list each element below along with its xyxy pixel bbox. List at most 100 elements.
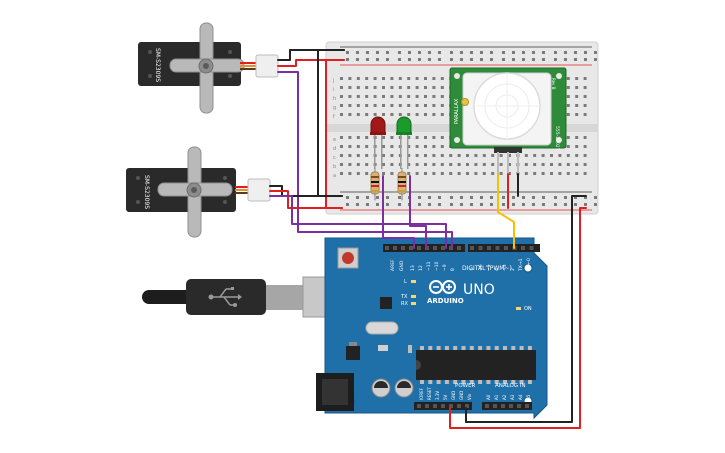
wire-arduino-gnd[interactable]	[465, 195, 587, 423]
hole	[407, 95, 411, 98]
hole	[436, 380, 441, 384]
hole	[356, 172, 360, 175]
led-l-label: L	[404, 279, 407, 285]
hole	[584, 58, 587, 61]
row-label-j: j	[332, 78, 334, 84]
hole	[575, 163, 579, 166]
hole	[529, 246, 534, 250]
pin-label-gnd-2: GND	[459, 391, 464, 400]
hole	[390, 172, 394, 175]
hole	[409, 246, 413, 250]
hole	[512, 51, 515, 54]
servo-bottom[interactable]: SM-S2309S	[126, 146, 271, 238]
hole	[525, 404, 529, 408]
hole	[440, 86, 444, 89]
hole	[436, 346, 441, 350]
hole	[365, 136, 369, 139]
hole	[441, 246, 445, 250]
hole	[340, 77, 343, 80]
hole	[566, 154, 570, 157]
led-on	[516, 307, 521, 310]
hole	[382, 95, 385, 98]
hole	[340, 95, 343, 98]
hole	[348, 104, 352, 107]
power-rail-top	[346, 51, 597, 61]
hole	[469, 380, 474, 384]
hole	[356, 86, 360, 89]
hole	[382, 154, 385, 157]
servo-top[interactable]: SM-S2309S	[138, 22, 279, 114]
hole	[550, 163, 553, 166]
hole	[583, 113, 587, 116]
wire-servo-top-vcc[interactable]	[277, 59, 345, 67]
hole	[541, 163, 545, 166]
hole	[542, 58, 545, 61]
hole	[583, 77, 587, 80]
hole	[554, 203, 557, 206]
wire-servo-top-signal[interactable]	[277, 71, 453, 249]
digital-header-label: DIGITAL (PWM~)	[462, 265, 512, 272]
hole	[424, 172, 427, 175]
servo-bottom-horn	[157, 146, 233, 238]
hole	[449, 404, 453, 408]
wire-led-green-signal[interactable]	[409, 175, 427, 249]
pin-label-1: TX→1	[518, 258, 524, 272]
pin-label-aref: AREF	[390, 259, 396, 271]
hole	[398, 196, 401, 199]
hole	[432, 77, 436, 80]
hole	[512, 58, 515, 61]
wire-servo-bottom-signal[interactable]	[269, 195, 447, 249]
hole	[542, 203, 545, 206]
row-label-e: e	[333, 137, 336, 143]
hole	[575, 145, 579, 148]
wire-arduino-5v[interactable]	[449, 207, 587, 429]
hole	[407, 163, 411, 166]
hole	[418, 58, 421, 61]
pin-label-10: ~10	[434, 261, 440, 271]
hole	[457, 172, 461, 175]
bottom-pins	[417, 404, 529, 408]
led-red[interactable]	[370, 116, 386, 169]
hole	[365, 154, 369, 157]
hole	[453, 380, 458, 384]
hole	[440, 113, 444, 116]
hole	[376, 58, 379, 61]
pir-sensor[interactable]: PARALLAX 555-28027 Rev B	[449, 67, 567, 174]
hole	[398, 51, 401, 54]
hole	[522, 203, 525, 206]
hole	[566, 104, 570, 107]
wire-servo-bottom-vcc[interactable]	[269, 190, 343, 209]
hole	[583, 163, 587, 166]
pin-label-a3: A3	[510, 394, 515, 400]
hole	[533, 163, 537, 166]
hole	[575, 86, 579, 89]
hole	[440, 145, 444, 148]
hole	[512, 196, 515, 199]
hole	[382, 145, 385, 148]
hole	[356, 163, 360, 166]
hole	[340, 104, 343, 107]
hole	[450, 196, 453, 199]
wire-led-red-signal[interactable]	[382, 175, 415, 249]
hole	[470, 246, 474, 250]
hole	[424, 86, 427, 89]
hole	[417, 404, 421, 408]
hole	[542, 51, 545, 54]
hole	[519, 380, 524, 384]
hole	[480, 58, 483, 61]
hole	[373, 113, 377, 116]
arduino-uno[interactable]: AREF GND 13 12 ~11 ~10 ~9 8 7 ~6 ~5 4 ~3…	[316, 237, 548, 420]
hole	[438, 203, 441, 206]
hole	[386, 196, 389, 199]
hole	[532, 58, 535, 61]
wire-pir-signal[interactable]	[497, 173, 515, 249]
pin-label-a2: A2	[502, 394, 507, 400]
hole	[574, 58, 577, 61]
hole	[564, 51, 567, 54]
hole	[470, 203, 473, 206]
hole	[340, 86, 343, 89]
hole	[554, 58, 557, 61]
hole	[575, 154, 579, 157]
led-green[interactable]	[396, 116, 412, 169]
